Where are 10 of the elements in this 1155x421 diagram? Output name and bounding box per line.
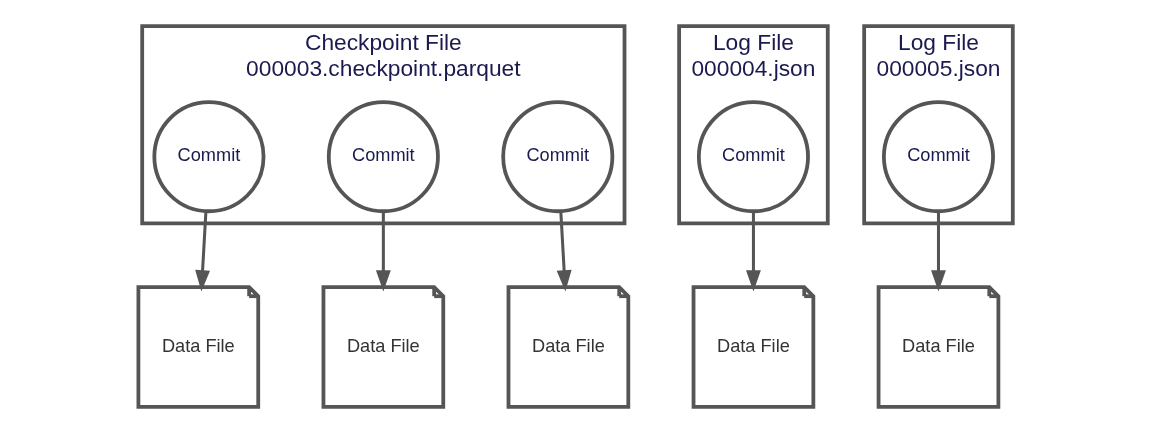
node-circle: Commit [501,100,615,214]
arrow [375,211,391,292]
arrow [931,211,946,292]
node-circle: Commit [152,100,266,214]
node-circle: Commit [696,100,810,214]
node-circle: Commit [326,100,440,214]
arrow [195,211,210,292]
node-circle: Commit [882,100,995,214]
arrow [556,211,572,292]
arrow [746,211,761,292]
